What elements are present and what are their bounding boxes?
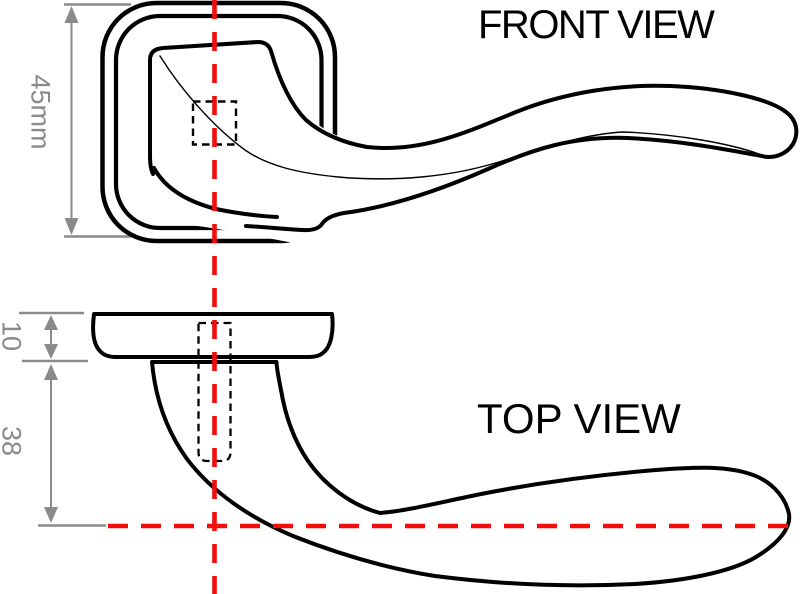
arrowhead-up-icon	[44, 315, 58, 330]
arrowhead-down-icon	[44, 507, 58, 523]
dimension-10: 10	[0, 311, 88, 363]
spindle-shaft-hidden-top	[197, 321, 232, 463]
front-view-label: FRONT VIEW	[478, 3, 715, 47]
arrowhead-down-icon	[64, 218, 79, 235]
dimension-38-label: 38	[0, 426, 27, 456]
top-view-label: TOP VIEW	[477, 395, 681, 442]
dimension-45mm: 45mm	[26, 3, 131, 238]
arrowhead-up-icon	[44, 364, 58, 380]
lever-crease-line	[159, 55, 760, 180]
lever-heel-outline	[244, 211, 346, 233]
lever-body-fill	[143, 40, 800, 246]
lever-outline	[148, 40, 799, 215]
top-view-drawing	[91, 312, 792, 588]
dimension-45mm-label: 45mm	[26, 74, 56, 149]
arrowhead-down-icon	[44, 344, 58, 359]
rose-outer-outline	[100, 0, 338, 244]
handle-top-profile	[150, 360, 792, 588]
dimension-38: 38	[0, 364, 106, 527]
dimension-10-label: 10	[0, 321, 27, 351]
arrowhead-up-icon	[64, 6, 79, 23]
front-view-drawing	[100, 0, 800, 246]
